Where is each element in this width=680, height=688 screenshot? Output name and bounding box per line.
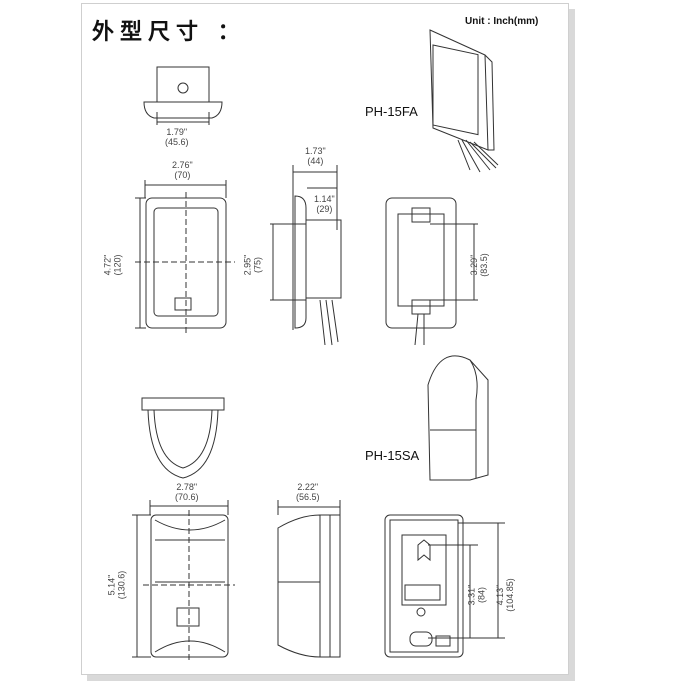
model-label-ph15sa: PH-15SA <box>365 448 420 463</box>
sa-top-view <box>141 397 225 479</box>
fa-front-view <box>135 180 235 335</box>
dim-fa-side-depth: 1.73"(44) <box>305 146 326 166</box>
fa-back-view <box>385 197 478 346</box>
fa-3d-view <box>429 29 499 173</box>
dim-fa-back-height: 3.29"(83.5) <box>468 253 489 277</box>
dim-sa-front-width: 2.78"(70.6) <box>175 482 199 502</box>
model-label-ph15fa: PH-15FA <box>365 104 418 119</box>
dim-sa-back-height1: 3.31"(84) <box>466 584 487 606</box>
dim-sa-back-height2: 4.13"(104.85) <box>494 578 515 612</box>
sa-side-view <box>277 500 341 658</box>
page-title: 外型尺寸 ： <box>92 20 246 45</box>
drawing-sheet <box>81 3 569 675</box>
sa-back-view <box>384 514 505 658</box>
dim-sa-side-depth: 2.22"(56.5) <box>296 482 320 502</box>
dim-fa-top-width: 1.79"(45.6) <box>165 127 189 147</box>
dim-fa-front-width: 2.76"(70) <box>172 160 193 180</box>
dim-fa-side-height: 2.95"(75) <box>242 254 263 276</box>
unit-label: Unit : Inch(mm) <box>465 16 539 27</box>
dim-fa-side-depth2: 1.14"(29) <box>314 194 335 214</box>
fa-side-view <box>270 165 342 346</box>
dim-sa-front-height: 5.14"(130.6) <box>106 570 127 600</box>
sa-3d-view <box>427 355 489 481</box>
sa-front-view <box>132 500 235 660</box>
dim-fa-front-height: 4.72"(120) <box>102 254 123 276</box>
fa-top-view <box>143 66 223 125</box>
